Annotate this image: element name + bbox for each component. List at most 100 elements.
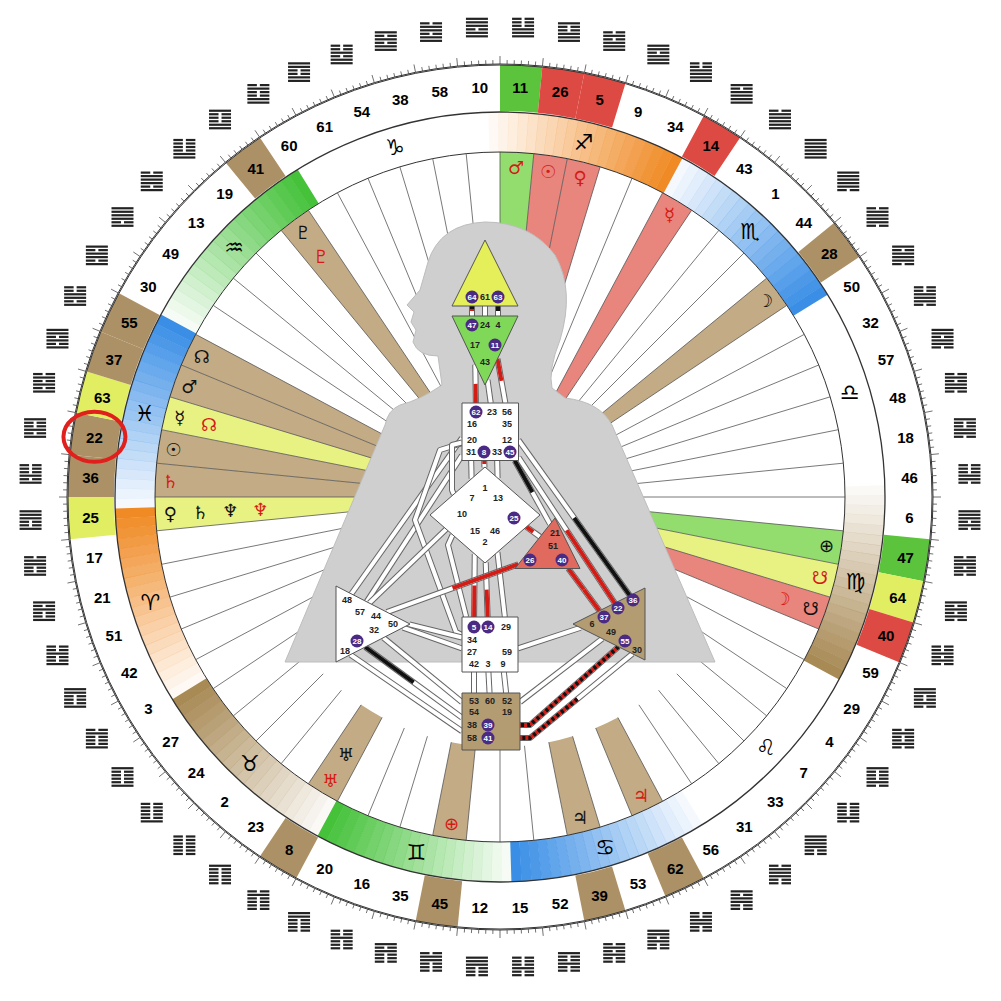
degree-tick [591, 70, 593, 74]
hexagram-symbol [331, 930, 353, 950]
channel [498, 306, 499, 316]
degree-tick [930, 546, 934, 547]
gate-number: 43 [736, 159, 753, 176]
chart-mark [971, 468, 981, 470]
hexagram-symbol [420, 952, 442, 972]
degree-tick [666, 90, 669, 97]
gate-number: 64 [889, 588, 906, 605]
chart-mark [46, 663, 68, 665]
chart-mark [173, 149, 183, 151]
gate-number: 41 [247, 159, 264, 176]
degree-tick [61, 539, 69, 541]
degree-tick [679, 891, 681, 895]
channel [497, 552, 504, 617]
chart-mark [570, 966, 580, 968]
degree-tick [78, 384, 82, 385]
chart-mark [616, 950, 626, 952]
gate-number: 62 [667, 859, 684, 876]
degree-tick [292, 879, 296, 886]
degree-tick [133, 732, 136, 734]
chart-mark [971, 464, 981, 466]
degree-tick [826, 782, 829, 785]
degree-tick [196, 808, 199, 811]
chart-mark [954, 574, 964, 576]
chart-mark [301, 923, 311, 925]
chart-mark [616, 38, 626, 40]
degree-tick [632, 909, 633, 913]
chart-mark [850, 813, 860, 815]
degree-tick [864, 260, 867, 262]
hexagram-symbol [209, 110, 231, 130]
activation-half [568, 569, 599, 611]
chart-mark [892, 743, 914, 745]
chart-mark [867, 218, 889, 220]
chart-mark [173, 842, 183, 844]
degree-tick [710, 875, 712, 878]
gate-number: 58 [431, 83, 448, 100]
gate-number: 30 [140, 278, 157, 295]
channel-body [518, 628, 581, 649]
activation-half [520, 647, 618, 725]
gate-number: 26 [524, 554, 537, 567]
degree-tick [387, 75, 388, 79]
planet-glyph: ☿ [664, 203, 675, 224]
degree-tick [428, 924, 430, 928]
gate-number: 49 [606, 628, 616, 637]
chart-mark [64, 688, 86, 690]
chart-mark [433, 963, 443, 965]
planet-glyph: ♆ [222, 500, 238, 521]
chart-mark [932, 645, 942, 647]
gate-number: 44 [795, 213, 812, 230]
hexagram-symbol [24, 556, 46, 576]
chart-mark [343, 933, 353, 935]
chart-mark [209, 882, 219, 884]
chart-mark [209, 872, 219, 874]
degree-tick [570, 66, 572, 70]
chart-mark [914, 304, 924, 306]
chart-mark [957, 605, 967, 607]
chart-mark [98, 249, 108, 251]
chart-mark [570, 959, 580, 961]
chart-mark [288, 69, 298, 71]
degree-tick [507, 930, 508, 934]
chart-mark [690, 62, 700, 64]
chart-mark [958, 510, 980, 512]
chart-mark [892, 729, 902, 731]
chart-mark [466, 971, 476, 973]
degree-tick [844, 231, 847, 233]
gate-number: 52 [552, 894, 569, 911]
degree-tick [70, 574, 74, 576]
degree-tick [875, 714, 878, 716]
chart-mark [124, 778, 134, 780]
gate-number: 9 [634, 102, 642, 119]
chart-mark [879, 771, 889, 773]
channel-outline [520, 654, 632, 738]
degree-tick [619, 913, 620, 917]
zodiac-sign: ♉ [240, 750, 260, 775]
zodiac-sign: ♐ [574, 129, 594, 154]
chart-mark [466, 32, 488, 34]
chart-mark [769, 117, 791, 119]
chart-mark [914, 688, 936, 690]
degree-tick [685, 102, 687, 106]
degree-tick [171, 209, 174, 212]
gate-number: 25 [508, 512, 521, 525]
chart-mark [343, 947, 353, 949]
degree-tick [835, 217, 841, 222]
degree-tick [111, 297, 115, 299]
degree-tick [220, 156, 225, 162]
chart-mark [466, 18, 488, 20]
planet-glyph: ♅ [338, 744, 354, 765]
planet-glyph: ♂ [508, 157, 524, 178]
chart-mark [647, 55, 669, 57]
chart-mark [64, 300, 74, 302]
gate-number: 3 [485, 660, 490, 669]
channel [452, 443, 462, 495]
chart-mark [478, 971, 488, 973]
chart-mark [331, 52, 353, 54]
channel [485, 306, 486, 316]
activation-stripe [520, 647, 618, 725]
activation-half [387, 564, 519, 612]
degree-tick [320, 891, 322, 895]
chart-mark [731, 897, 753, 899]
